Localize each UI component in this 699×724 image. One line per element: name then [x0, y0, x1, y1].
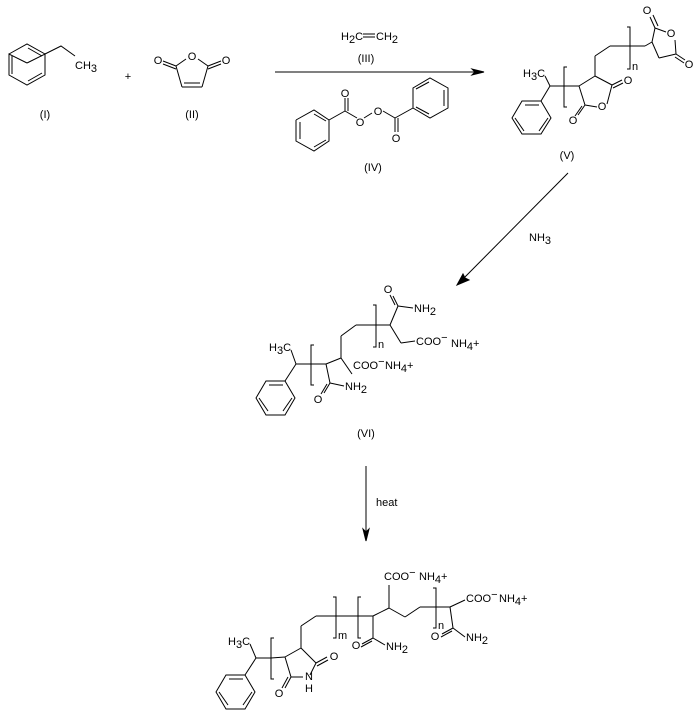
ammonium-counterion: NH4+ — [385, 360, 413, 375]
benzene-ring-icon — [215, 674, 256, 710]
carboxylate-group: COO− — [466, 589, 498, 605]
carboxylate-group: COO− — [384, 567, 416, 583]
imide-oxygen: O — [330, 651, 339, 663]
plus-sign: + — [125, 71, 131, 83]
benzene-ring-icon — [295, 109, 330, 152]
repeat-index-n: n — [378, 339, 384, 351]
repeat-index-n: n — [438, 620, 444, 632]
compound-label-IV: (IV) — [364, 162, 382, 174]
compound-label-V: (V) — [560, 150, 575, 162]
reagent-IV-benzoyl-peroxide: O O O O (IV) — [295, 77, 449, 174]
oxygen-carbonyl-right: O — [222, 55, 231, 67]
bracket-right — [373, 304, 377, 348]
bracket-left — [310, 344, 314, 386]
benzene-ring-icon — [511, 100, 552, 135]
oxygen-ring: O — [667, 28, 676, 40]
methyl-label: H3C — [523, 68, 545, 83]
bracket-left-n — [357, 596, 361, 639]
compound-II-maleic-anhydride: O O O (II) — [154, 51, 231, 121]
imide-hydrogen: H — [305, 683, 313, 695]
reaction-arrow-step1 — [275, 68, 485, 76]
repeat-index-n: n — [632, 61, 638, 73]
oxygen-carbonyl-left: O — [154, 55, 163, 67]
benzene-ring-icon — [412, 77, 449, 119]
oxygen-carbonyl: O — [685, 59, 694, 71]
ammonium-counterion: NH4+ — [499, 593, 527, 608]
compound-label-III: (III) — [358, 53, 375, 65]
compound-V-anhydride-copolymer: H3C O O O n — [511, 5, 694, 162]
carboxylate-group: COO− — [416, 332, 448, 348]
ethylene-formula: H2C — [341, 31, 363, 46]
oxygen-carbonyl-1: O — [341, 88, 350, 100]
amide-nh2: NH2 — [386, 641, 408, 656]
amide-oxygen: O — [431, 631, 440, 643]
bracket-left — [270, 637, 274, 680]
compound-label-I: (I) — [40, 109, 50, 121]
compound-label-II: (II) — [185, 109, 198, 121]
reagent-III-ethylene: H2C CH2 (III) — [341, 31, 398, 65]
reaction-condition-heat: heat — [376, 497, 397, 509]
methyl-label: H3C — [228, 636, 250, 651]
ch3-label: CH3 — [75, 60, 97, 75]
bracket-right — [627, 26, 631, 70]
reagent-ammonia: NH3 — [529, 232, 551, 247]
bracket-right-n — [433, 587, 437, 629]
amide-nh2: NH2 — [466, 632, 488, 647]
bracket-left — [563, 66, 567, 108]
amide-nh2: NH2 — [414, 303, 436, 318]
compound-VI-amide-ammonium-salt: H3C COO− NH4+ NH2 O n NH2 O — [255, 284, 479, 440]
amide-oxygen: O — [352, 640, 361, 652]
compound-I-ethylbenzene: CH3 (I) — [8, 43, 97, 121]
oxygen-carbonyl: O — [624, 75, 633, 87]
benzene-ring-icon — [255, 380, 296, 416]
oxygen-ring: O — [598, 101, 607, 113]
oxygen-peroxide-1: O — [356, 117, 365, 129]
bracket-right-m — [333, 596, 337, 639]
svg-text:CH2: CH2 — [376, 31, 398, 46]
oxygen-ring: O — [188, 51, 197, 63]
compound-label-VI: (VI) — [357, 428, 375, 440]
repeat-index-m: m — [338, 630, 347, 642]
amide-oxygen: O — [314, 394, 323, 406]
benzene-ring-icon — [8, 43, 46, 86]
oxygen-carbonyl-2: O — [392, 133, 401, 145]
imide-oxygen: O — [275, 688, 284, 700]
methyl-label: H3C — [269, 342, 291, 357]
oxygen-carbonyl: O — [643, 5, 652, 17]
reaction-arrow-step3 — [362, 466, 370, 542]
carboxylate-group: COO− — [353, 356, 385, 372]
oxygen-carbonyl: O — [569, 115, 578, 127]
imide-nitrogen: N — [305, 671, 313, 683]
amide-nh2: NH2 — [345, 381, 367, 396]
oxygen-peroxide-2: O — [374, 106, 383, 118]
ammonium-counterion: NH4+ — [451, 338, 479, 353]
ammonium-counterion: NH4+ — [419, 571, 447, 586]
compound-VII-imide-copolymer: H3C N H O O m NH2 — [215, 567, 527, 710]
reaction-arrow-step2 — [455, 172, 569, 287]
amide-oxygen: O — [384, 284, 393, 296]
